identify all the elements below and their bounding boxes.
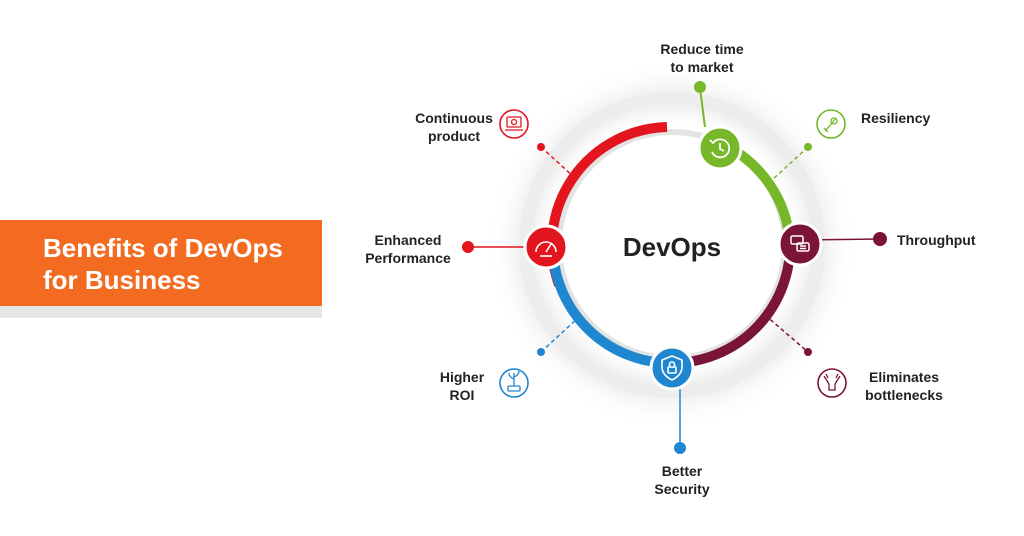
connector-bottlenecks xyxy=(764,314,809,353)
label-resiliency: Resiliency xyxy=(861,110,931,126)
node-performance xyxy=(523,224,569,270)
speedometer-icon xyxy=(535,241,557,257)
label-enhanced-performance: Enhanced Performance xyxy=(365,232,451,266)
dot-bottlenecks xyxy=(804,348,812,356)
dot-roi xyxy=(537,348,545,356)
connector-roi xyxy=(540,317,579,353)
resilience-icon xyxy=(823,117,838,133)
label-better-security: Better Security xyxy=(654,463,710,497)
badge-roi xyxy=(499,368,529,398)
halo-ring xyxy=(487,60,857,430)
clock-history-icon xyxy=(709,138,731,159)
connector-resiliency xyxy=(771,146,809,181)
badge-bottlenecks xyxy=(817,368,847,398)
product-box-icon xyxy=(505,116,523,131)
hub-label: DevOps xyxy=(622,232,722,262)
money-plant-icon xyxy=(507,370,521,392)
badge-resiliency xyxy=(816,109,846,139)
banner-title-line-1: Benefits of DevOps xyxy=(43,233,283,263)
label-continuous-product: Continuous product xyxy=(415,110,493,144)
shield-lock-icon xyxy=(661,355,683,381)
title-banner: Benefits of DevOps for Business xyxy=(0,220,322,306)
label-higher-roi: Higher ROI xyxy=(439,369,485,403)
funnel-icon xyxy=(823,373,841,391)
node-security xyxy=(649,345,695,391)
connector-continuous xyxy=(540,146,576,179)
dot-throughput xyxy=(873,232,887,246)
dot-resiliency xyxy=(804,143,812,151)
maroon-arc-segment xyxy=(670,239,796,369)
dot-reduce-time xyxy=(694,81,706,93)
connector-reduce-time xyxy=(699,87,706,128)
banner-title-line-2: for Business xyxy=(43,265,201,295)
label-reduce-time: Reduce time to market xyxy=(660,41,744,75)
label-throughput: Throughput xyxy=(897,232,976,248)
label-eliminates-bottlenecks: Eliminates bottlenecks xyxy=(865,369,943,403)
dot-performance xyxy=(462,241,474,253)
node-throughput xyxy=(777,221,823,267)
blue-arc-segment xyxy=(548,251,673,369)
node-reduce-time xyxy=(697,125,743,171)
dot-continuous xyxy=(537,143,545,151)
dot-security xyxy=(674,442,686,454)
badge-continuous xyxy=(499,109,529,139)
chat-messages-icon xyxy=(790,235,810,252)
